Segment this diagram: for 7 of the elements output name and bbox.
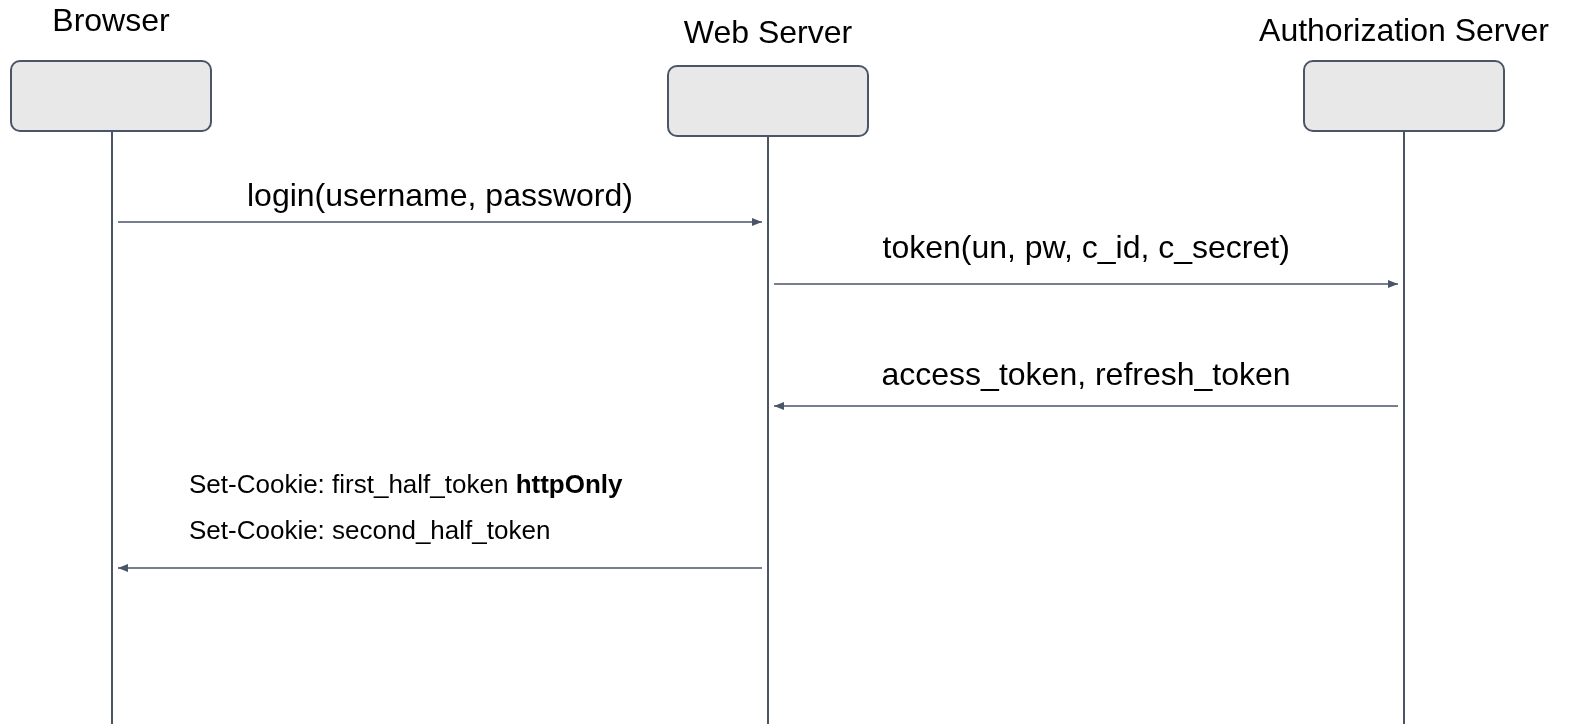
participant-name: Web Server — [683, 14, 853, 51]
arrow — [117, 564, 763, 572]
participant-name: Authorization Server — [1259, 12, 1549, 49]
participant-name: Browser — [52, 2, 170, 39]
arrow — [117, 218, 763, 226]
arrow — [773, 402, 1399, 410]
arrow — [773, 280, 1399, 288]
